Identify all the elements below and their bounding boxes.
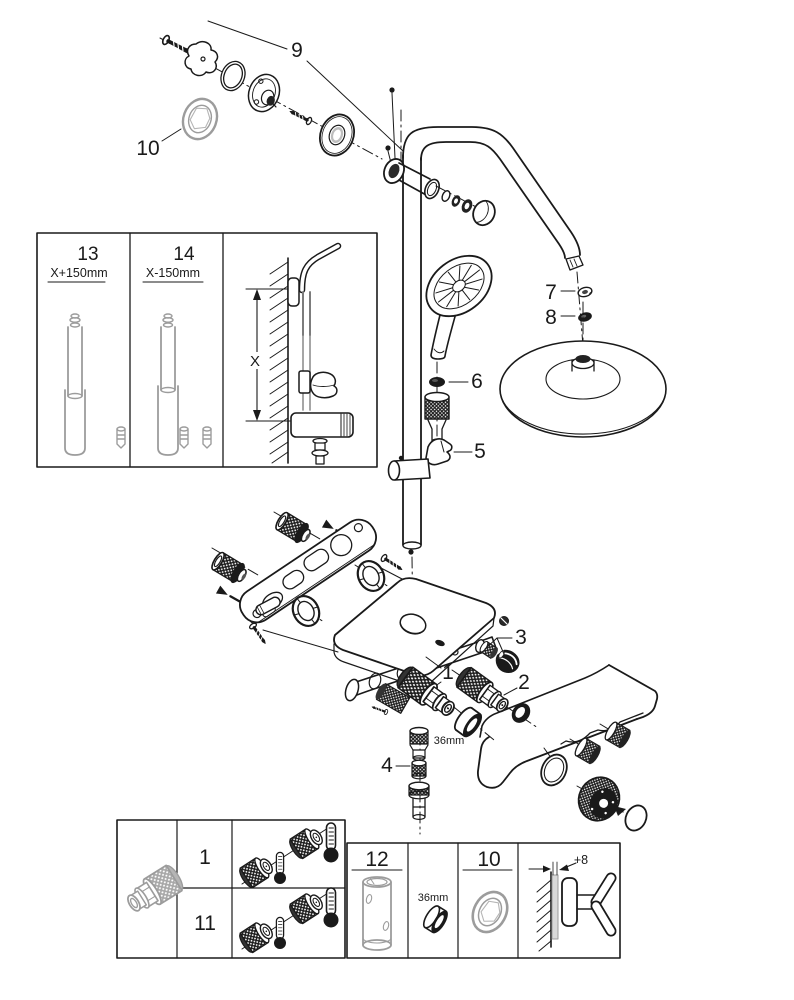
callout-2: 2: [518, 671, 530, 694]
row-11-drawing: [236, 887, 340, 956]
knob-cap-icon: [624, 804, 648, 832]
shower-arm-outer: [402, 126, 581, 256]
head-shower: [499, 301, 667, 438]
pipe-bottom-cap: [402, 541, 422, 550]
shower-arm-inner: [420, 141, 566, 259]
bracket-seal2-icon: [461, 199, 473, 213]
arm-threaded-tip-icon: [565, 255, 584, 271]
height-symbol: X: [250, 353, 260, 370]
callout-6: 6: [471, 370, 483, 393]
mounting-flange-icon: [247, 73, 281, 113]
shell-hole: [540, 753, 568, 787]
inset-10: 10: [477, 848, 500, 871]
rail-short-number: 14: [173, 244, 195, 265]
callout-9-leader: [207, 20, 404, 152]
labels: 9 10 7 8 6 5 1 2 3 4 36mm 13 X+150mm 14 …: [50, 39, 588, 935]
callout-8: 8: [545, 306, 557, 329]
eccentric-union-icon: [208, 549, 252, 588]
tiny-screw-icon: [369, 703, 390, 717]
bracket-cap-icon: [472, 199, 496, 227]
shell-knob2-icon: [604, 721, 631, 749]
plate-screw2-icon: [247, 620, 270, 648]
inset-valve-icon: [290, 412, 354, 465]
control-knob-icon: [577, 776, 621, 822]
union-fitting-icon: [561, 872, 617, 937]
thermostat-assembly-group: [208, 509, 659, 835]
aerator-icon: [408, 781, 430, 820]
pipe-wall-bracket-group: [383, 87, 496, 227]
rail-length-inset: [36, 232, 378, 468]
bracket-seal-icon: [451, 195, 461, 207]
callout-4: 4: [381, 754, 393, 777]
inset-row-1: 1: [199, 846, 211, 869]
rail-long-length: X+150mm: [50, 266, 107, 280]
flange-screw-icon: [286, 106, 315, 127]
o-ring-icon: [220, 60, 246, 92]
escutcheon-icon: [319, 113, 355, 157]
callout-3: 3: [515, 626, 527, 649]
hand-shower-face-icon: [425, 254, 493, 318]
plug-screw-icon: [499, 616, 509, 626]
trim-ring-icon: [181, 97, 219, 141]
check-valve-icon: [411, 759, 427, 780]
cap-nut-inset-icon: [422, 905, 448, 934]
head-shower-disc: [499, 340, 667, 438]
bracket-clamp-icon: [383, 158, 405, 184]
callout-5: 5: [474, 440, 486, 463]
callout-7: 7: [545, 281, 557, 304]
mounting-height-diagram: [245, 242, 354, 465]
arm-seal-icon: [578, 312, 592, 322]
arm-washer-icon: [577, 286, 593, 298]
bracket-washer-icon: [441, 190, 451, 202]
hand-shower: [425, 254, 493, 438]
outlet-elbow-set: [479, 637, 520, 673]
hose-seal-icon: [429, 377, 445, 387]
wall-union-exploded-group: [159, 20, 404, 160]
extension-sleeve-icon: [362, 876, 392, 951]
callout-36mm: 36mm: [434, 735, 465, 747]
callout-10-leader: [161, 128, 182, 142]
hand-shower-handle: [430, 310, 457, 360]
inset-12: 12: [365, 848, 388, 871]
bracket-flange-icon: [424, 178, 440, 200]
slip-nut2-icon: [351, 555, 391, 597]
callout-1: 1: [442, 661, 454, 684]
trim-ring-inset-icon: [471, 890, 509, 934]
rail-short-icon: [157, 313, 212, 456]
rail-long-number: 13: [77, 244, 98, 265]
rail-long-icon: [64, 313, 126, 456]
trim-shell: [477, 664, 659, 832]
plate-screw-icon: [378, 552, 406, 575]
spares-inset: [346, 842, 621, 959]
cap-nut-36mm-icon: [453, 706, 483, 738]
spacer-icon: [551, 874, 559, 940]
glide-holder-icon: [387, 438, 453, 481]
cartridge-variants-inset: [116, 819, 346, 959]
rail-short-length: X-150mm: [146, 266, 200, 280]
arm-washers-group: [560, 286, 593, 322]
inset-36mm: 36mm: [418, 892, 449, 904]
hose-nut-icon: [424, 391, 450, 444]
riser-pipe: [402, 154, 422, 546]
bracket-pin-icon: [255, 596, 281, 616]
row-1-drawing: [236, 822, 340, 891]
callout-9: 9: [291, 39, 303, 62]
check-valve-column: [395, 726, 430, 820]
wall-hatch: [269, 261, 289, 464]
wall-offset-diagram: [528, 861, 617, 952]
inset-row-11: 11: [194, 912, 216, 935]
inset-offset: +8: [574, 853, 588, 867]
callout-2-leader: [503, 687, 518, 696]
head-shower-nut-icon: [571, 355, 595, 372]
inset-glide-icon: [298, 370, 338, 399]
wall-gasket-icon: [184, 41, 219, 77]
seal-ring-icon: [511, 703, 531, 723]
assembly-arrow-icon: [614, 806, 626, 816]
shell-knob-icon: [574, 737, 601, 765]
adapter-icon: [409, 726, 429, 761]
hose-connection-group: [387, 377, 473, 481]
callout-10: 10: [136, 137, 159, 160]
